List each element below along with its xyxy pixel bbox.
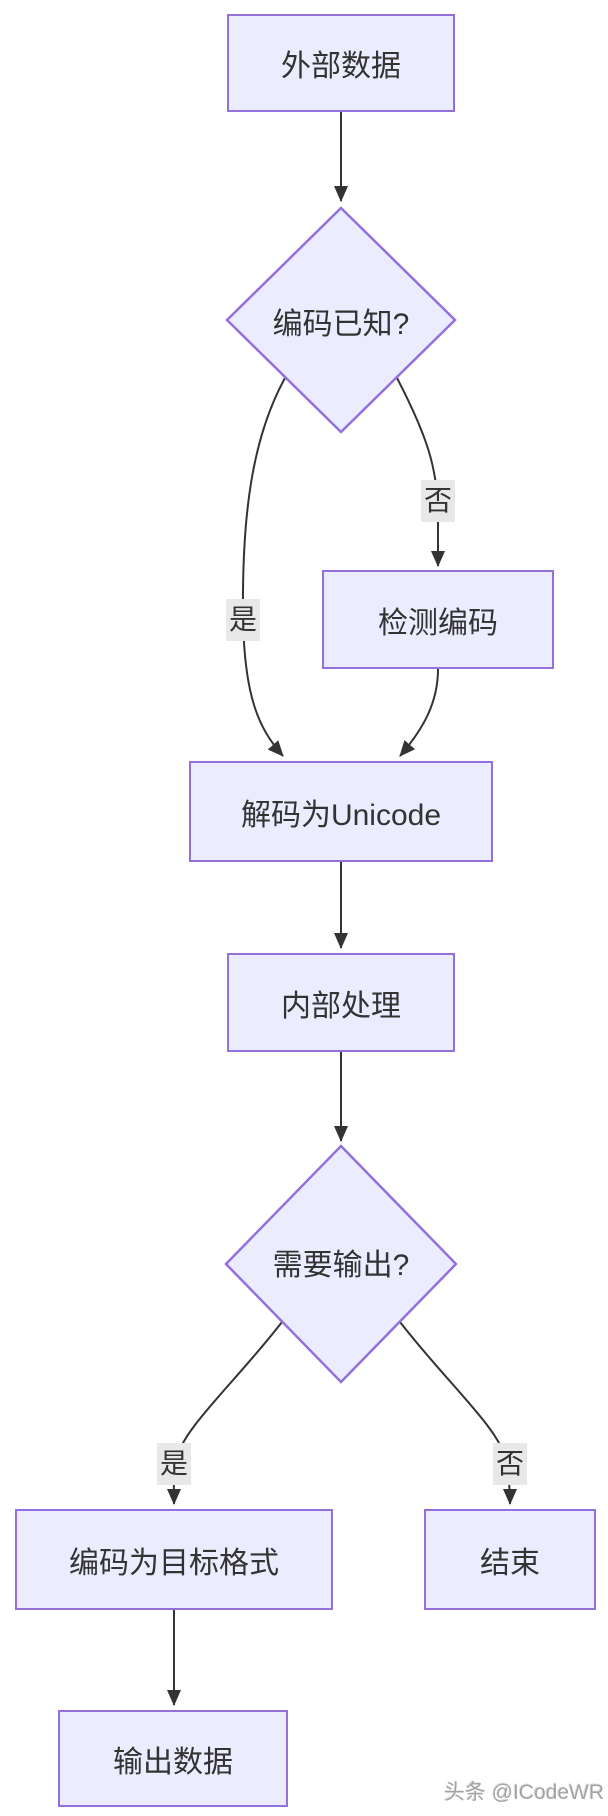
watermark: 头条 @ICodeWR xyxy=(443,1781,604,1804)
node-decode-unicode: 解码为Unicode xyxy=(189,761,493,862)
edge-detect-to-decode xyxy=(399,668,439,757)
edge-label-no-2: 否 xyxy=(492,1443,528,1485)
node-external-data: 外部数据 xyxy=(227,14,455,112)
node-decode-unicode-label: 解码为Unicode xyxy=(240,798,442,832)
node-detect-encoding-label: 检测编码 xyxy=(378,606,498,640)
node-output-data-label: 输出数据 xyxy=(113,1745,233,1779)
node-encode-target-format: 编码为目标格式 xyxy=(15,1509,333,1610)
edge-decision1-yes-to-decode xyxy=(241,377,286,757)
node-external-data-label: 外部数据 xyxy=(281,50,401,83)
node-internal-processing: 内部处理 xyxy=(227,953,455,1052)
node-internal-processing-label: 内部处理 xyxy=(281,989,401,1023)
node-encode-target-format-label: 编码为目标格式 xyxy=(69,1546,279,1580)
node-output-data: 输出数据 xyxy=(58,1710,288,1807)
edge-decision1-no-to-detect xyxy=(396,377,445,567)
decision-encoding-known-label: 编码已知? xyxy=(272,308,410,341)
decision-need-output-label: 需要输出? xyxy=(272,1249,410,1282)
node-end: 结束 xyxy=(424,1509,596,1610)
edge-label-yes-2: 是 xyxy=(156,1443,192,1485)
decision-encoding-known xyxy=(225,206,457,434)
edge-label-no-1: 否 xyxy=(420,480,456,522)
decision-need-output xyxy=(224,1144,458,1384)
edge-label-yes-1: 是 xyxy=(225,599,261,641)
node-end-label: 结束 xyxy=(480,1546,540,1580)
node-detect-encoding: 检测编码 xyxy=(322,570,554,669)
